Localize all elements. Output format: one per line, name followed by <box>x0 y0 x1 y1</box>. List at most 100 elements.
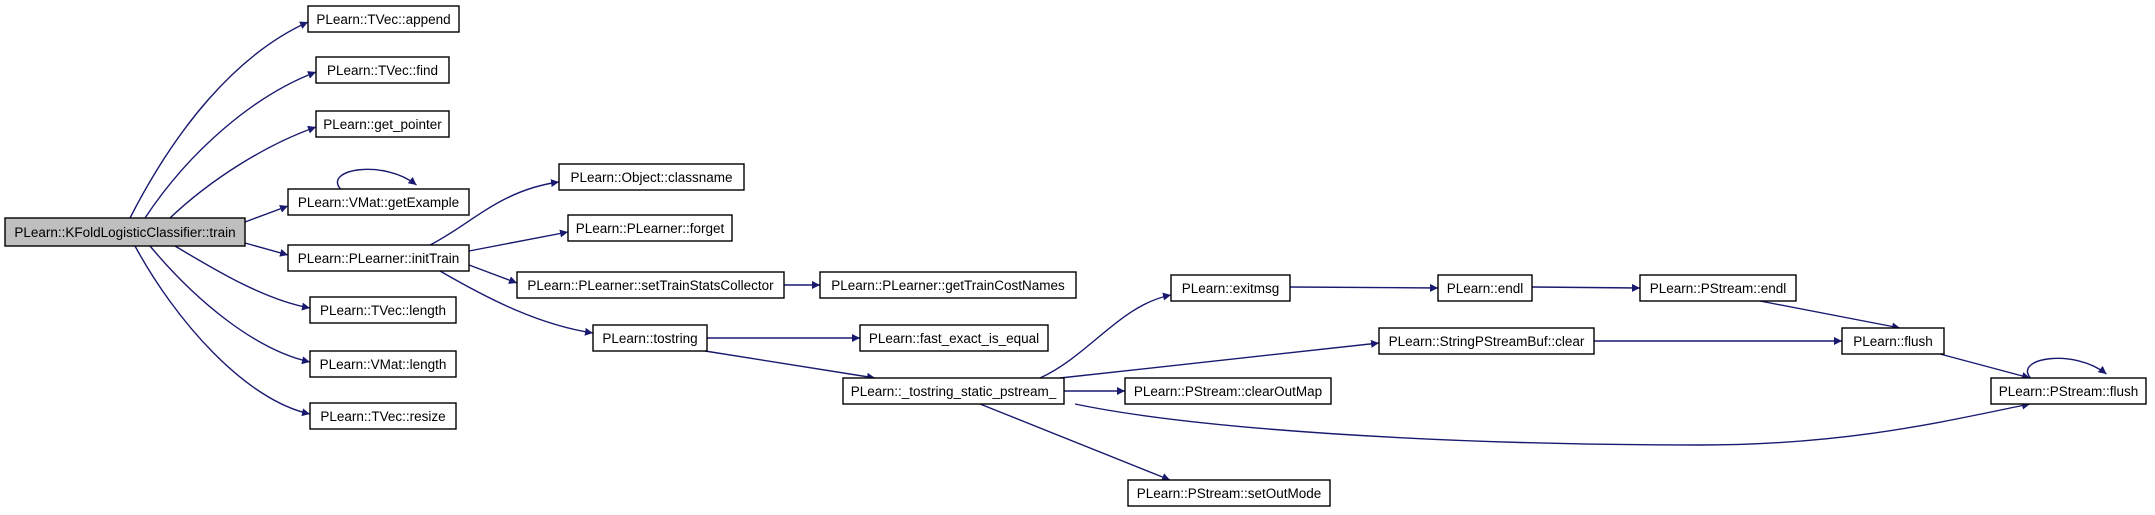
node-box <box>315 110 450 138</box>
edge-line <box>1939 353 2031 380</box>
node-box <box>4 217 246 247</box>
node-label: PLearn::StringPStreamBuf::clear <box>1389 334 1585 349</box>
edge-line <box>174 245 311 311</box>
node-fast_exact[interactable]: PLearn::fast_exact_is_equal <box>859 324 1049 352</box>
edge-initTrain-to-tostring <box>439 270 594 336</box>
node-pstream_flush[interactable]: PLearn::PStream::flush <box>1990 377 2147 405</box>
edge-line <box>1039 292 1172 379</box>
edge-train-to-tvec_find <box>144 71 317 219</box>
edge-train-to-initTrain <box>244 242 289 257</box>
node-box <box>1990 377 2147 405</box>
edge-initTrain-to-forget <box>468 229 569 252</box>
edge-line <box>1531 283 1641 292</box>
edge-exitmsg-to-endl <box>1289 283 1439 292</box>
node-label: PLearn::PLearner::initTrain <box>298 251 460 266</box>
node-label: PLearn::PLearner::setTrainStatsCollector <box>527 278 774 293</box>
node-box <box>309 296 457 324</box>
edge-line <box>468 229 569 252</box>
node-box <box>1170 274 1291 302</box>
node-tvec_find[interactable]: PLearn::TVec::find <box>315 56 450 84</box>
edge-endl-to-pstream_endl <box>1531 283 1641 292</box>
node-label: PLearn::PStream::clearOutMap <box>1134 384 1322 399</box>
edge-line <box>429 179 560 246</box>
node-vmat_getExample[interactable]: PLearn::VMat::getExample <box>287 188 470 216</box>
node-flush[interactable]: PLearn::flush <box>1841 327 1945 355</box>
node-box <box>307 5 460 33</box>
node-setOutMode[interactable]: PLearn::PStream::setOutMode <box>1127 479 1331 507</box>
edge-train-to-vmat_length <box>149 245 311 365</box>
node-label: PLearn::VMat::getExample <box>298 195 459 210</box>
edge-pstream_endl-to-flush <box>1759 300 1901 331</box>
edge-train-to-vmat_getExample <box>244 205 289 223</box>
node-endl[interactable]: PLearn::endl <box>1437 274 1533 302</box>
edge-line <box>1074 401 2031 446</box>
node-label: PLearn::TVec::resize <box>320 409 445 424</box>
edge-line <box>439 270 594 336</box>
node-tvec_resize[interactable]: PLearn::TVec::resize <box>309 402 457 430</box>
node-classname[interactable]: PLearn::Object::classname <box>558 163 745 191</box>
edge-line <box>149 245 311 365</box>
edge-tostring_static-to-sbuf_clear <box>1059 339 1380 379</box>
node-tvec_length[interactable]: PLearn::TVec::length <box>309 296 457 324</box>
edge-tostring_static-to-setOutMode <box>979 403 1171 481</box>
edge-train-to-get_pointer <box>169 125 317 219</box>
node-box <box>819 271 1077 299</box>
node-label: PLearn::TVec::find <box>327 63 438 78</box>
node-label: PLearn::get_pointer <box>323 117 442 132</box>
edge-line <box>979 403 1171 481</box>
node-box <box>592 324 708 352</box>
node-box <box>1378 327 1595 355</box>
node-box <box>1127 479 1331 507</box>
edge-line <box>169 125 317 219</box>
edge-pstream_flush-to-pstream_flush <box>2027 357 2107 379</box>
node-forget[interactable]: PLearn::PLearner::forget <box>567 214 733 242</box>
node-tostring_static[interactable]: PLearn::_tostring_static_pstream_ <box>842 377 1065 405</box>
node-box <box>567 214 733 242</box>
edge-train-to-tvec_append <box>129 21 309 219</box>
node-label: PLearn::Object::classname <box>570 170 732 185</box>
node-pstream_endl[interactable]: PLearn::PStream::endl <box>1639 274 1797 302</box>
node-label: PLearn::PStream::flush <box>1999 384 2139 399</box>
node-clearOutMap[interactable]: PLearn::PStream::clearOutMap <box>1124 377 1332 405</box>
node-tvec_append[interactable]: PLearn::TVec::append <box>307 5 460 33</box>
edge-line <box>2027 357 2107 379</box>
edge-initTrain-to-classname <box>429 179 560 246</box>
node-label: PLearn::exitmsg <box>1182 281 1280 296</box>
node-box <box>1841 327 1945 355</box>
node-label: PLearn::endl <box>1447 281 1524 296</box>
edge-line <box>704 350 876 381</box>
node-label: PLearn::PStream::setOutMode <box>1137 486 1322 501</box>
node-label: PLearn::TVec::append <box>316 12 450 27</box>
node-box <box>558 163 745 191</box>
node-setTrainStats[interactable]: PLearn::PLearner::setTrainStatsCollector <box>516 271 785 299</box>
edges-layer <box>129 21 2107 481</box>
edge-tostring_static-to-exitmsg <box>1039 292 1172 379</box>
edge-tostring_static-to-pstream_flush <box>1074 401 2031 446</box>
node-box <box>309 402 457 430</box>
edge-line <box>337 168 417 190</box>
nodes-layer: PLearn::KFoldLogisticClassifier::trainPL… <box>4 5 2147 507</box>
node-initTrain[interactable]: PLearn::PLearner::initTrain <box>287 244 470 272</box>
node-box <box>309 350 457 378</box>
node-exitmsg[interactable]: PLearn::exitmsg <box>1170 274 1291 302</box>
edge-tostring-to-tostring_static <box>704 350 876 381</box>
node-getTrainCostNames[interactable]: PLearn::PLearner::getTrainCostNames <box>819 271 1077 299</box>
node-tostring[interactable]: PLearn::tostring <box>592 324 708 352</box>
node-label: PLearn::KFoldLogisticClassifier::train <box>14 225 235 240</box>
node-sbuf_clear[interactable]: PLearn::StringPStreamBuf::clear <box>1378 327 1595 355</box>
node-label: PLearn::VMat::length <box>320 357 447 372</box>
edge-vmat_getExample-to-vmat_getExample <box>337 168 417 190</box>
edge-line <box>144 71 317 219</box>
edge-line <box>1059 339 1380 379</box>
edge-train-to-tvec_length <box>174 245 311 311</box>
node-vmat_length[interactable]: PLearn::VMat::length <box>309 350 457 378</box>
edge-initTrain-to-setTrainStats <box>468 264 518 284</box>
node-box <box>1124 377 1332 405</box>
node-label: PLearn::flush <box>1853 334 1933 349</box>
node-box <box>859 324 1049 352</box>
node-train[interactable]: PLearn::KFoldLogisticClassifier::train <box>4 217 246 247</box>
node-label: PLearn::tostring <box>602 331 697 346</box>
edge-flush-to-pstream_flush <box>1939 353 2031 380</box>
node-get_pointer[interactable]: PLearn::get_pointer <box>315 110 450 138</box>
